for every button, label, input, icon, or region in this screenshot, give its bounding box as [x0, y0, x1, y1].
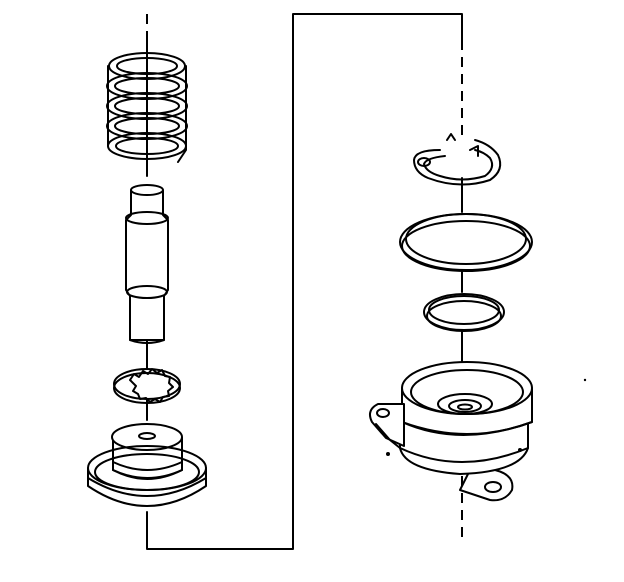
speck-mark [583, 378, 587, 382]
small-o-ring [423, 293, 505, 363]
plunger [125, 184, 169, 369]
retainer-cup [87, 445, 207, 507]
snap-ring [413, 133, 502, 213]
spring [106, 39, 188, 177]
spline-washer [113, 368, 181, 421]
assembly-connector-line [146, 13, 463, 550]
large-o-ring [399, 213, 533, 293]
right-stack [369, 40, 587, 540]
housing [369, 361, 533, 502]
left-stack [87, 14, 207, 507]
